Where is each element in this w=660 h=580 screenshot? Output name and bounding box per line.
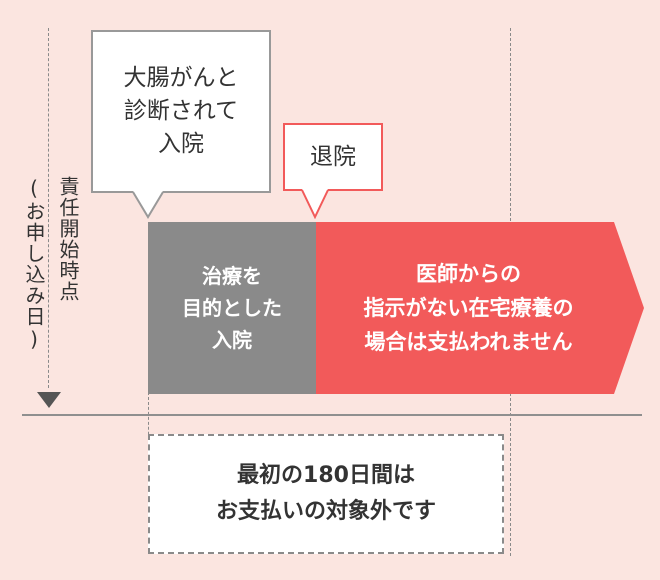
responsibility-start-label: 責任開始時点 — [56, 176, 80, 302]
admission-line-1: 大腸がんと — [123, 65, 239, 91]
timeline-line — [22, 414, 642, 416]
hospitalization-line-3: 入院 — [212, 328, 252, 352]
home-care-line-3: 場合は支払われません — [364, 330, 573, 354]
admission-line-3: 入院 — [158, 131, 204, 157]
exclusion-line-2: お支払いの対象外です — [215, 499, 436, 524]
exclusion-period-text: 最初の180日間は お支払いの対象外です — [216, 458, 436, 530]
discharge-label: 退院 — [310, 143, 356, 170]
exclusion-line-1: 最初の180日間は — [237, 463, 415, 488]
down-triangle-icon — [37, 392, 61, 408]
hospitalization-block-text: 治療を 目的とした 入院 — [182, 260, 282, 356]
hospitalization-block: 治療を 目的とした 入院 — [148, 222, 316, 394]
admission-line-2: 診断されて — [123, 98, 239, 124]
hospitalization-line-1: 治療を — [202, 264, 262, 288]
home-care-text: 医師からの 指示がない在宅療養の 場合は支払われません — [364, 257, 574, 359]
exclusion-period-box: 最初の180日間は お支払いの対象外です — [148, 434, 504, 554]
application-date-label: (お申し込み日) — [22, 176, 46, 352]
admission-callout-pointer — [132, 191, 164, 219]
admission-callout-text: 大腸がんと 診断されて 入院 — [124, 62, 239, 161]
home-care-arrow — [316, 222, 644, 394]
home-care-line-1: 医師からの — [416, 262, 521, 286]
hospitalization-line-2: 目的とした — [182, 296, 282, 320]
home-care-line-2: 指示がない在宅療養の — [363, 296, 574, 320]
admission-callout: 大腸がんと 診断されて 入院 — [91, 30, 271, 193]
discharge-callout: 退院 — [283, 123, 383, 191]
discharge-callout-pointer — [301, 189, 329, 219]
start-dashed-line — [48, 28, 49, 388]
home-care-text-wrap: 医師からの 指示がない在宅療養の 場合は支払われません — [316, 222, 621, 394]
